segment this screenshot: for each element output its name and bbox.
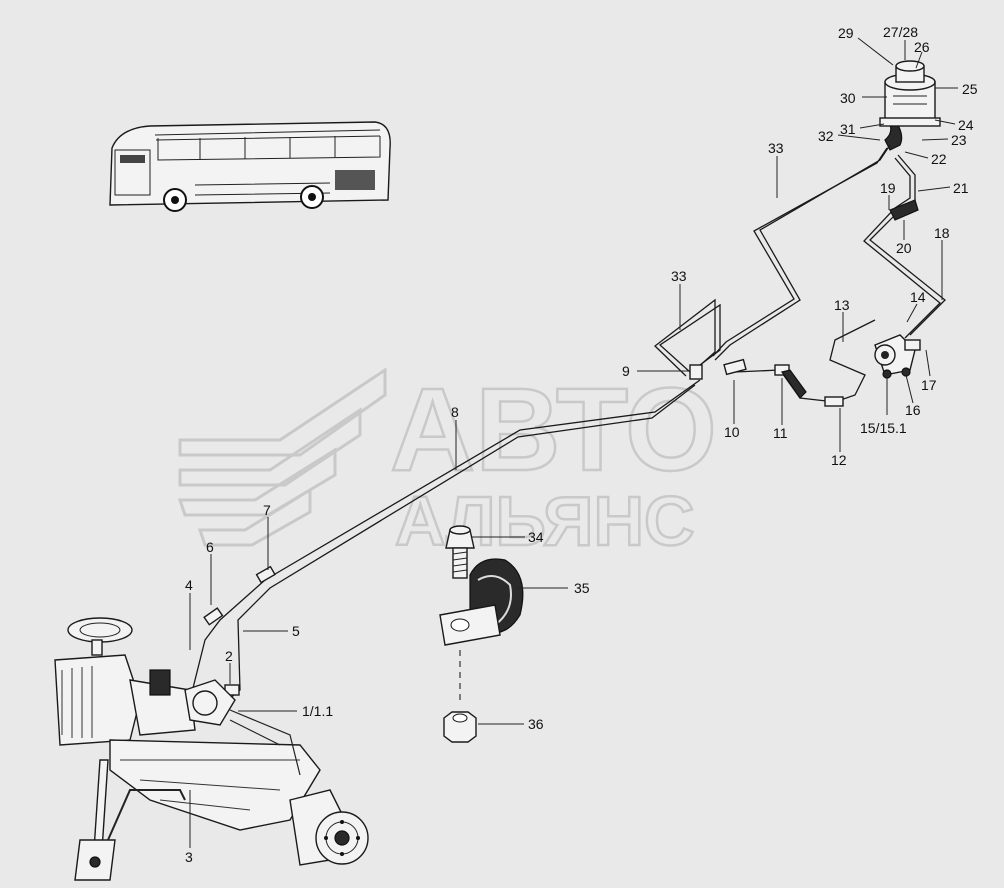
callout-label: 21 xyxy=(953,180,969,196)
callout-label: 5 xyxy=(292,623,300,639)
callout-label: 9 xyxy=(622,363,630,379)
callout-label: 20 xyxy=(896,240,912,256)
callout-label: 4 xyxy=(185,577,193,593)
callout-label: 29 xyxy=(838,25,854,41)
callout-label: 31 xyxy=(840,121,856,137)
watermark-line2: АЛЬЯНС xyxy=(395,482,695,560)
bus-illustration xyxy=(109,121,391,212)
callout-label: 27/28 xyxy=(883,24,918,40)
steering-axle-assembly xyxy=(54,617,369,881)
callout-labels: 29 27/28 26 25 30 24 31 32 23 22 33 21 1… xyxy=(185,24,978,865)
oil-reservoir xyxy=(879,60,941,151)
callout-label: 17 xyxy=(921,377,937,393)
callout-label: 14 xyxy=(910,289,926,305)
callout-label: 7 xyxy=(263,502,271,518)
callout-label: 2 xyxy=(225,648,233,664)
callout-label: 16 xyxy=(905,402,921,418)
callout-label: 34 xyxy=(528,529,544,545)
callout-label: 25 xyxy=(962,81,978,97)
callout-label: 8 xyxy=(451,404,459,420)
callout-label: 26 xyxy=(914,39,930,55)
fittings xyxy=(203,199,919,696)
callout-label: 6 xyxy=(206,539,214,555)
callout-label: 24 xyxy=(958,117,974,133)
callout-label: 18 xyxy=(934,225,950,241)
leader-lines xyxy=(189,37,958,848)
watermark-emblem xyxy=(177,367,387,547)
watermark-line1: АВТО xyxy=(390,364,717,496)
callout-label: 33 xyxy=(768,140,784,156)
callout-label: 12 xyxy=(831,452,847,468)
callout-label: 22 xyxy=(931,151,947,167)
callout-label: 1/1.1 xyxy=(302,703,333,719)
fastener-set xyxy=(439,525,524,743)
callout-label: 30 xyxy=(840,90,856,106)
callout-label: 35 xyxy=(574,580,590,596)
callout-label: 10 xyxy=(724,424,740,440)
watermark-logo: АВТО АЛЬЯНС xyxy=(177,363,718,561)
callout-label: 23 xyxy=(951,132,967,148)
callout-label: 32 xyxy=(818,128,834,144)
callout-label: 19 xyxy=(880,180,896,196)
callout-label: 13 xyxy=(834,297,850,313)
callout-label: 36 xyxy=(528,716,544,732)
callout-label: 11 xyxy=(773,425,788,441)
callout-label: 33 xyxy=(671,268,687,284)
callout-label: 15/15.1 xyxy=(860,420,907,436)
callout-label: 3 xyxy=(185,849,193,865)
steering-pump xyxy=(874,334,921,379)
